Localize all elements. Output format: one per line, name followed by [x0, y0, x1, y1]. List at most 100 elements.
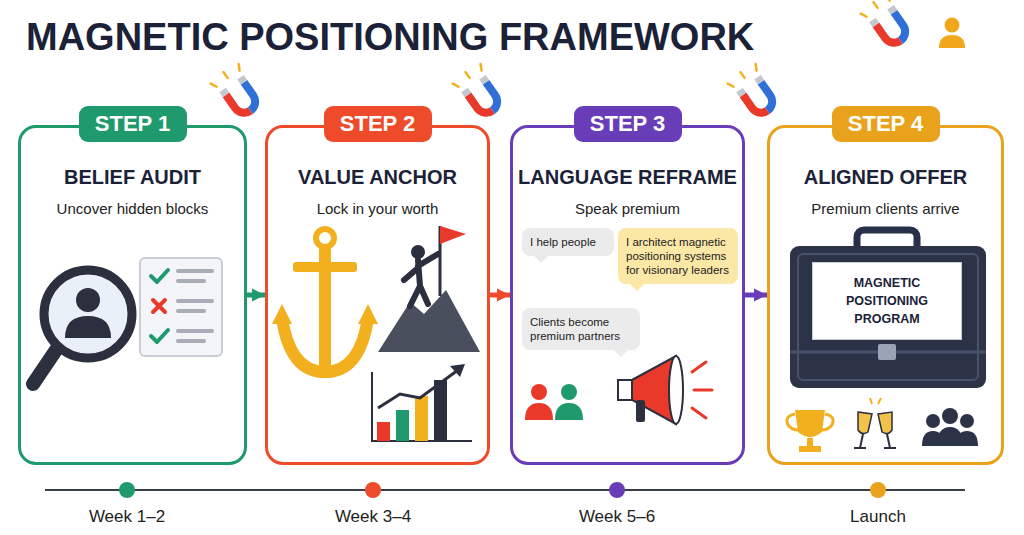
anchor-icon: [272, 304, 292, 324]
checklist-icon: [178, 269, 212, 273]
growth-chart-icon: [415, 396, 428, 441]
toast-glasses-icon: [854, 447, 866, 449]
growth-chart-icon: [450, 364, 465, 377]
doc-text: MAGNETIC POSITIONING PROGRAM: [823, 274, 951, 328]
timeline-label: Week 3–4: [335, 507, 411, 527]
timeline: [365, 482, 381, 498]
people-icon: [525, 384, 583, 420]
toast-glasses-icon: [878, 412, 892, 434]
checklist-icon: [178, 299, 212, 303]
anchor-icon: [282, 318, 368, 372]
timeline: [609, 482, 625, 498]
growth-chart-icon: [377, 422, 390, 441]
step-pill: STEP 1: [79, 106, 187, 142]
group-icon: [922, 408, 978, 446]
mountain-climber-icon: [411, 245, 425, 259]
briefcase-icon: [790, 246, 986, 388]
program-document: MAGNETIC POSITIONING PROGRAM: [812, 262, 962, 340]
step-pill: STEP 4: [832, 106, 940, 142]
step-card: STEP 3LANGUAGE REFRAMESpeak premiumI hel…: [510, 125, 745, 465]
anchor-icon: [293, 262, 357, 272]
timeline-label: Week 5–6: [579, 507, 655, 527]
people-icon: [525, 403, 553, 420]
bubble-text: Clients become premium partners: [530, 315, 632, 343]
person-icon: [939, 18, 965, 49]
toast-glasses-icon: [887, 434, 890, 448]
step-card: STEP 1BELIEF AUDITUncover hidden blocks: [18, 125, 247, 465]
magnet-icon: [452, 62, 507, 120]
checklist-icon: [178, 309, 204, 313]
growth-chart-icon: [378, 370, 458, 408]
checklist-icon: [151, 270, 168, 282]
speech-bubble: I architect magnetic positioning systems…: [618, 228, 738, 284]
checklist-icon: [140, 258, 222, 356]
briefcase-icon: [790, 230, 986, 388]
speech-bubble: Clients become premium partners: [522, 308, 640, 350]
step-title: VALUE ANCHOR: [268, 166, 487, 189]
people-icon: [531, 384, 547, 400]
timeline-label: Launch: [850, 507, 906, 527]
anchor-icon: [358, 304, 378, 324]
toast-glasses-icon: [878, 398, 881, 404]
magnifier-icon: [65, 316, 111, 338]
magnet-icon: [860, 0, 915, 50]
timeline-label: Week 1–2: [89, 507, 165, 527]
briefcase-icon: [878, 344, 896, 360]
mountain-climber-icon: [378, 226, 480, 352]
step-subtitle: Uncover hidden blocks: [21, 200, 244, 217]
group-icon: [926, 414, 940, 428]
growth-chart-icon: [372, 364, 472, 441]
timeline: [45, 482, 965, 498]
anchor-icon: [272, 229, 378, 372]
growth-chart-icon: [372, 372, 472, 441]
briefcase-icon: [798, 254, 978, 380]
trophy-icon: [822, 414, 833, 430]
megaphone-icon: [694, 389, 712, 392]
growth-chart-icon: [396, 410, 409, 441]
toast-glasses-icon: [854, 398, 896, 448]
step-title: ALIGNED OFFER: [770, 166, 1001, 189]
magnifier-icon: [44, 270, 132, 358]
step-arrow: [247, 293, 265, 298]
magnet-icon: [210, 62, 265, 120]
trophy-icon: [787, 410, 833, 452]
group-icon: [960, 414, 974, 428]
magnifier-icon: [76, 288, 100, 312]
trophy-icon: [807, 438, 813, 446]
step-card: STEP 4ALIGNED OFFERPremium clients arriv…: [767, 125, 1004, 465]
person-icon: [939, 35, 965, 48]
step-subtitle: Lock in your worth: [268, 200, 487, 217]
trophy-icon: [799, 446, 821, 452]
step-arrow: [490, 293, 510, 298]
toast-glasses-icon: [860, 434, 863, 448]
checklist-icon: [140, 258, 222, 356]
step-card: STEP 2VALUE ANCHORLock in your worth: [265, 125, 490, 465]
speech-bubble: I help people: [522, 228, 614, 256]
anchor-icon: [316, 229, 334, 247]
bubble-text: I architect magnetic positioning systems…: [626, 235, 730, 277]
step-subtitle: Speak premium: [513, 200, 742, 217]
bubble-tail: [614, 343, 628, 357]
step-pill: STEP 3: [574, 106, 682, 142]
checklist-icon: [151, 330, 168, 342]
diagram-title: MAGNETIC POSITIONING FRAMEWORK: [26, 16, 754, 59]
magnet-icon: [727, 62, 782, 120]
bubble-tail: [630, 277, 644, 291]
megaphone-icon: [636, 400, 645, 422]
magnifier-icon: [33, 350, 56, 384]
mountain-climber-icon: [440, 226, 466, 244]
step-pill: STEP 2: [324, 106, 432, 142]
checklist-icon: [153, 300, 165, 312]
toast-glasses-icon: [870, 398, 872, 404]
growth-chart-icon: [434, 380, 447, 441]
trophy-icon: [787, 414, 798, 430]
toast-glasses-icon: [858, 412, 872, 434]
checklist-icon: [178, 329, 212, 333]
toast-glasses-icon: [884, 447, 896, 449]
megaphone-icon: [618, 356, 712, 424]
bubble-text: I help people: [530, 235, 606, 249]
step-title: BELIEF AUDIT: [21, 166, 244, 189]
megaphone-icon: [618, 380, 632, 400]
timeline: [870, 482, 886, 498]
